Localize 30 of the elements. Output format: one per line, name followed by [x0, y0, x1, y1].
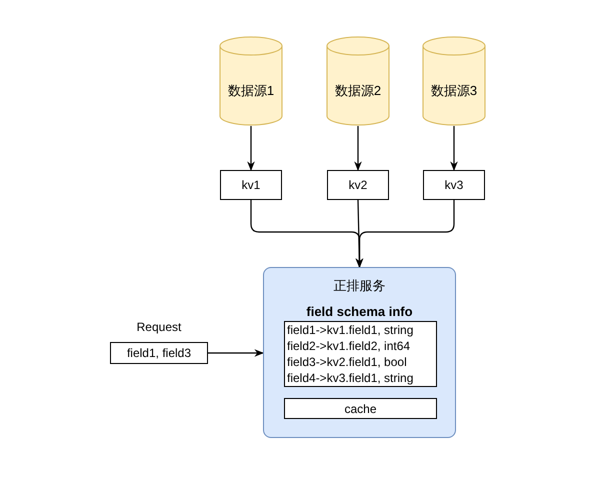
node-label: 数据源3 — [430, 82, 478, 100]
arrow — [208, 349, 264, 357]
process-box — [327, 170, 389, 200]
node-label: 数据源2 — [334, 82, 382, 100]
process-box — [284, 398, 437, 419]
service-container — [263, 267, 456, 438]
database-cylinder — [422, 36, 486, 126]
node-label: kv1 — [242, 177, 260, 193]
container-title: 正排服务 — [334, 277, 386, 295]
mapping-line: field1->kv1.field1, string — [287, 322, 414, 338]
arrow — [356, 200, 455, 268]
request-label: Request — [136, 319, 182, 336]
mapping-list-box — [284, 321, 437, 387]
node-label: kv3 — [444, 177, 464, 193]
mapping-line: field2->kv1.field2, int64 — [287, 338, 410, 354]
arrow — [247, 126, 255, 171]
container-subtitle: field schema info — [306, 302, 413, 320]
node-label: 数据源1 — [228, 82, 274, 100]
database-cylinder — [219, 36, 283, 126]
process-box — [220, 170, 282, 200]
arrow — [354, 126, 362, 171]
mapping-line: field3->kv2.field1, bool — [287, 354, 407, 370]
process-box — [423, 170, 485, 200]
node-label: kv2 — [348, 177, 368, 193]
process-box — [110, 342, 208, 364]
arrow — [450, 126, 458, 171]
node-label: field1, field3 — [126, 345, 192, 361]
node-label: cache — [344, 400, 377, 416]
mapping-line: field4->kv3.field1, string — [287, 370, 414, 386]
database-cylinder — [326, 36, 390, 126]
